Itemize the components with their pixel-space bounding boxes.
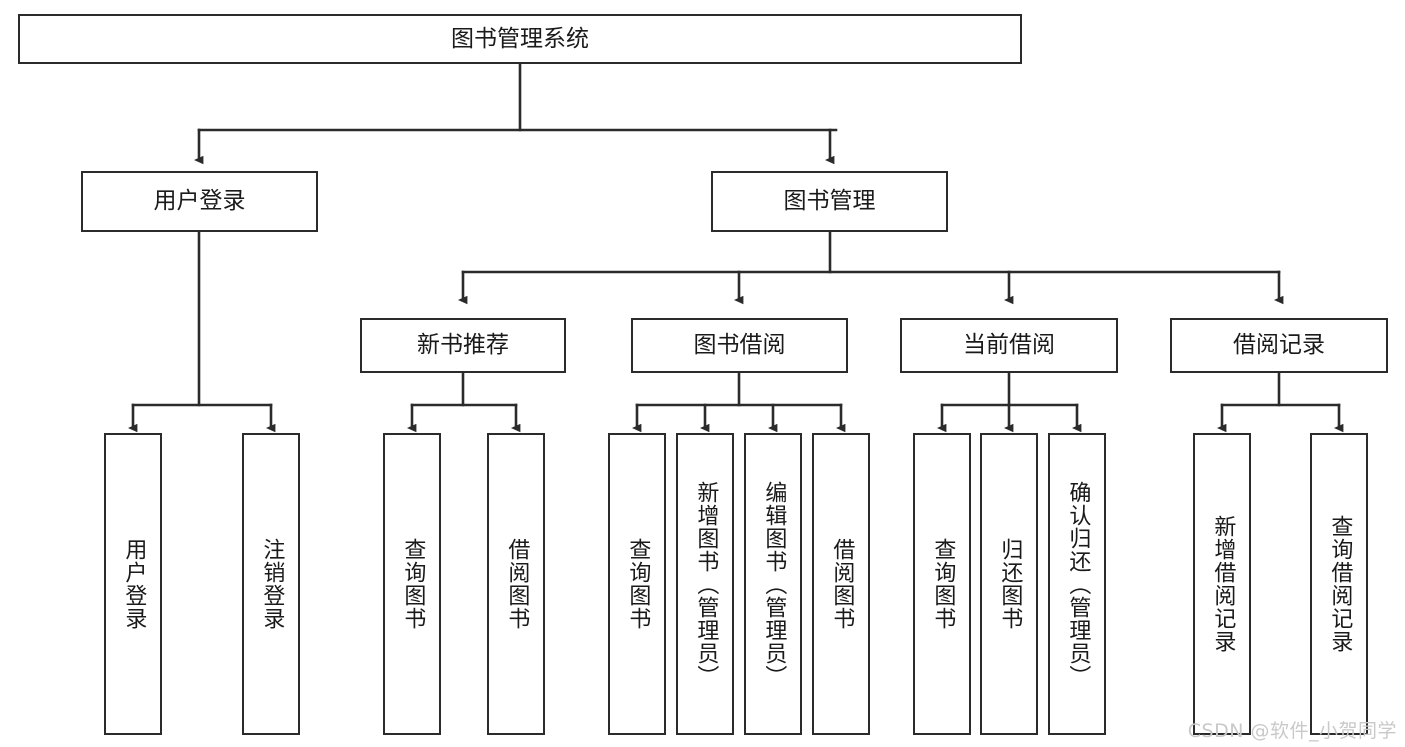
node-label: 归还图书 <box>997 538 1023 630</box>
node-label: 用户登录 <box>121 538 147 630</box>
node-root-book-management-system[interactable]: 图书管理系统 <box>18 14 1022 64</box>
node-label: 查询借阅记录 <box>1327 515 1353 653</box>
leaf-confirm-return-admin[interactable]: 确认归还（管理员） <box>1048 433 1106 735</box>
node-label: 借阅记录 <box>1233 332 1325 358</box>
node-label: 用户登录 <box>153 188 246 214</box>
node-label: 借阅图书 <box>504 538 530 630</box>
leaf-query-book-current[interactable]: 查询图书 <box>913 433 971 735</box>
csdn-watermark: CSDN @软件_小贺同学 <box>1187 720 1397 742</box>
node-label: 借阅图书 <box>829 538 855 630</box>
node-label: 查询图书 <box>400 538 426 630</box>
node-label: 查询图书 <box>930 538 956 630</box>
node-borrowing-record[interactable]: 借阅记录 <box>1170 318 1388 373</box>
node-book-management[interactable]: 图书管理 <box>711 171 948 232</box>
node-label: 新增图书（管理员） <box>693 480 719 688</box>
leaf-query-book-new-rec[interactable]: 查询图书 <box>383 433 441 735</box>
leaf-query-book-borrow[interactable]: 查询图书 <box>608 433 666 735</box>
leaf-query-borrow-record[interactable]: 查询借阅记录 <box>1310 433 1368 735</box>
leaf-borrow-book-new-rec[interactable]: 借阅图书 <box>487 433 545 735</box>
node-book-borrowing[interactable]: 图书借阅 <box>631 318 848 373</box>
node-label: 确认归还（管理员） <box>1065 480 1091 688</box>
leaf-edit-book-admin[interactable]: 编辑图书（管理员） <box>744 433 802 735</box>
leaf-return-book[interactable]: 归还图书 <box>980 433 1038 735</box>
node-label: 图书管理 <box>783 188 876 214</box>
node-label: 图书管理系统 <box>451 25 589 52</box>
leaf-user-login[interactable]: 用户登录 <box>104 433 162 735</box>
node-label: 查询图书 <box>625 538 651 630</box>
leaf-borrow-book[interactable]: 借阅图书 <box>812 433 870 735</box>
node-label: 当前借阅 <box>963 332 1055 358</box>
leaf-add-borrow-record[interactable]: 新增借阅记录 <box>1193 433 1251 735</box>
node-current-borrowing[interactable]: 当前借阅 <box>900 318 1118 373</box>
node-label: 编辑图书（管理员） <box>761 480 787 688</box>
leaf-add-book-admin[interactable]: 新增图书（管理员） <box>676 433 734 735</box>
node-label: 新书推荐 <box>417 332 509 358</box>
node-label: 图书借阅 <box>693 332 786 358</box>
node-user-login[interactable]: 用户登录 <box>81 171 318 232</box>
leaf-logout[interactable]: 注销登录 <box>242 433 300 735</box>
node-label: 新增借阅记录 <box>1210 515 1236 653</box>
node-new-book-recommendation[interactable]: 新书推荐 <box>360 318 566 373</box>
node-label: 注销登录 <box>259 538 285 630</box>
